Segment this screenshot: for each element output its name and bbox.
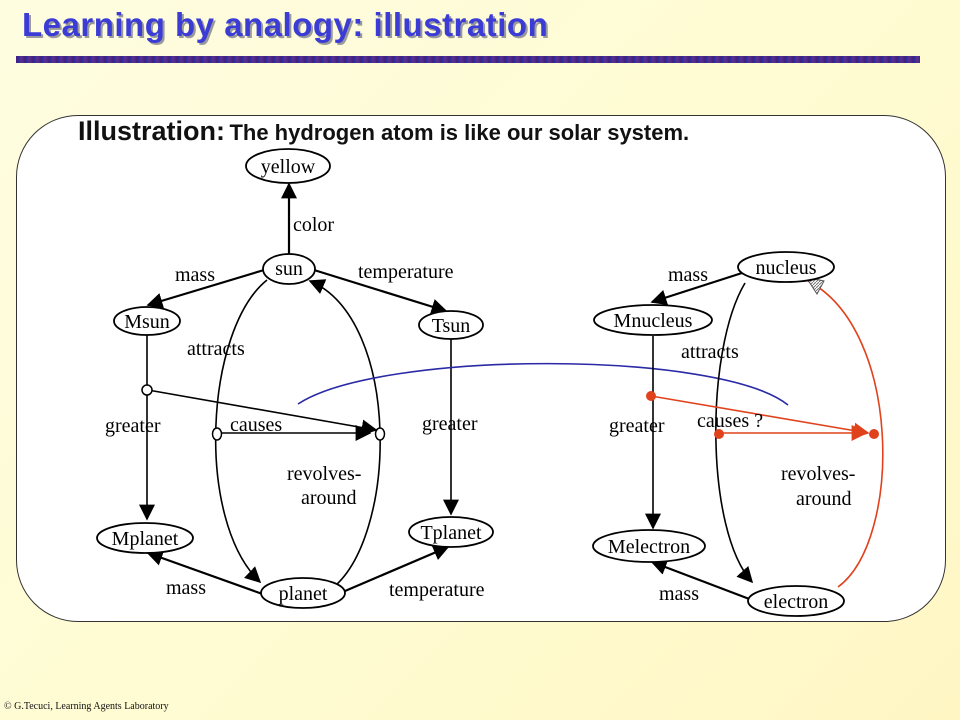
- subtitle-text: The hydrogen atom is like our solar syst…: [229, 120, 690, 145]
- subtitle: Illustration: The hydrogen atom is like …: [78, 116, 689, 147]
- subtitle-lead: Illustration:: [78, 116, 225, 146]
- analogy-arc: [297, 362, 789, 406]
- svg-text:Tsun: Tsun: [432, 315, 471, 337]
- label-attracts: attracts: [187, 338, 245, 360]
- node-planet: planet: [260, 577, 346, 609]
- svg-text:electron: electron: [764, 591, 828, 613]
- node-msun: Msun: [113, 306, 181, 336]
- label-mass-nucleus: mass: [668, 264, 708, 286]
- edge-mass-nucleus: [650, 271, 743, 306]
- solar-system-graph: yellow sun Msun Tsun Mplanet Tplanet pla…: [96, 148, 494, 609]
- edge-mass-sun: [146, 268, 265, 309]
- inferred-revolves-around: [807, 280, 884, 588]
- footer-credit: © G.Tecuci, Learning Agents Laboratory: [4, 701, 169, 712]
- relation-point: [374, 427, 386, 441]
- label-greater-temp: greater: [422, 413, 478, 435]
- svg-text:Melectron: Melectron: [608, 536, 690, 558]
- node-nucleus: nucleus: [737, 251, 835, 283]
- label-causes: causes: [230, 414, 282, 436]
- label-temperature-planet: temperature: [389, 579, 485, 601]
- edge-attracts: [715, 282, 754, 584]
- inferred-link: [650, 395, 870, 439]
- edge-revolves-around: [308, 279, 381, 591]
- inferred-point: [714, 429, 724, 439]
- edge-mass-planet: [146, 550, 269, 598]
- svg-text:Mnucleus: Mnucleus: [614, 310, 693, 332]
- label-around: around: [301, 487, 357, 509]
- title-rule: [16, 56, 920, 63]
- label-mass-planet: mass: [166, 577, 206, 599]
- svg-text:Mplanet: Mplanet: [112, 528, 179, 550]
- label-mass-electron: mass: [659, 583, 699, 605]
- node-sun: sun: [262, 253, 316, 285]
- node-melectron: Melectron: [592, 529, 706, 563]
- label-mass-sun: mass: [175, 264, 215, 286]
- node-tsun: Tsun: [418, 310, 484, 340]
- inferred-point: [869, 429, 879, 439]
- label-revolves: revolves-: [781, 463, 855, 485]
- svg-text:planet: planet: [279, 583, 328, 605]
- relation-point: [141, 384, 153, 396]
- inferred-point: [646, 391, 656, 401]
- node-yellow: yellow: [245, 148, 331, 184]
- svg-text:nucleus: nucleus: [755, 257, 816, 279]
- svg-text:Tplanet: Tplanet: [420, 522, 482, 544]
- label-causes-question: causes ?: [697, 410, 763, 432]
- edge-mass-electron: [650, 559, 753, 602]
- edge-link-greater-revolves: [147, 389, 378, 436]
- node-mplanet: Mplanet: [96, 522, 194, 554]
- label-temperature-sun: temperature: [358, 261, 454, 283]
- relation-point: [211, 427, 223, 441]
- edge-temperature-sun: [313, 268, 448, 315]
- label-around: around: [796, 488, 852, 510]
- node-tplanet: Tplanet: [408, 516, 494, 548]
- edge-temperature-planet: [337, 545, 450, 596]
- slide-title: Learning by analogy: illustration: [22, 6, 549, 43]
- label-revolves: revolves-: [287, 463, 361, 485]
- label-greater-mass: greater: [105, 415, 161, 437]
- label-attracts: attracts: [681, 341, 739, 363]
- svg-text:Msun: Msun: [124, 311, 170, 333]
- node-mnucleus: Mnucleus: [593, 304, 713, 336]
- label-greater: greater: [609, 415, 665, 437]
- svg-text:yellow: yellow: [261, 156, 316, 178]
- hydrogen-atom-graph: nucleus Mnucleus Melectron electron mass…: [592, 251, 884, 617]
- edge-attracts: [214, 279, 268, 584]
- node-electron: electron: [747, 585, 845, 617]
- label-color: color: [293, 214, 334, 236]
- svg-text:sun: sun: [275, 258, 303, 280]
